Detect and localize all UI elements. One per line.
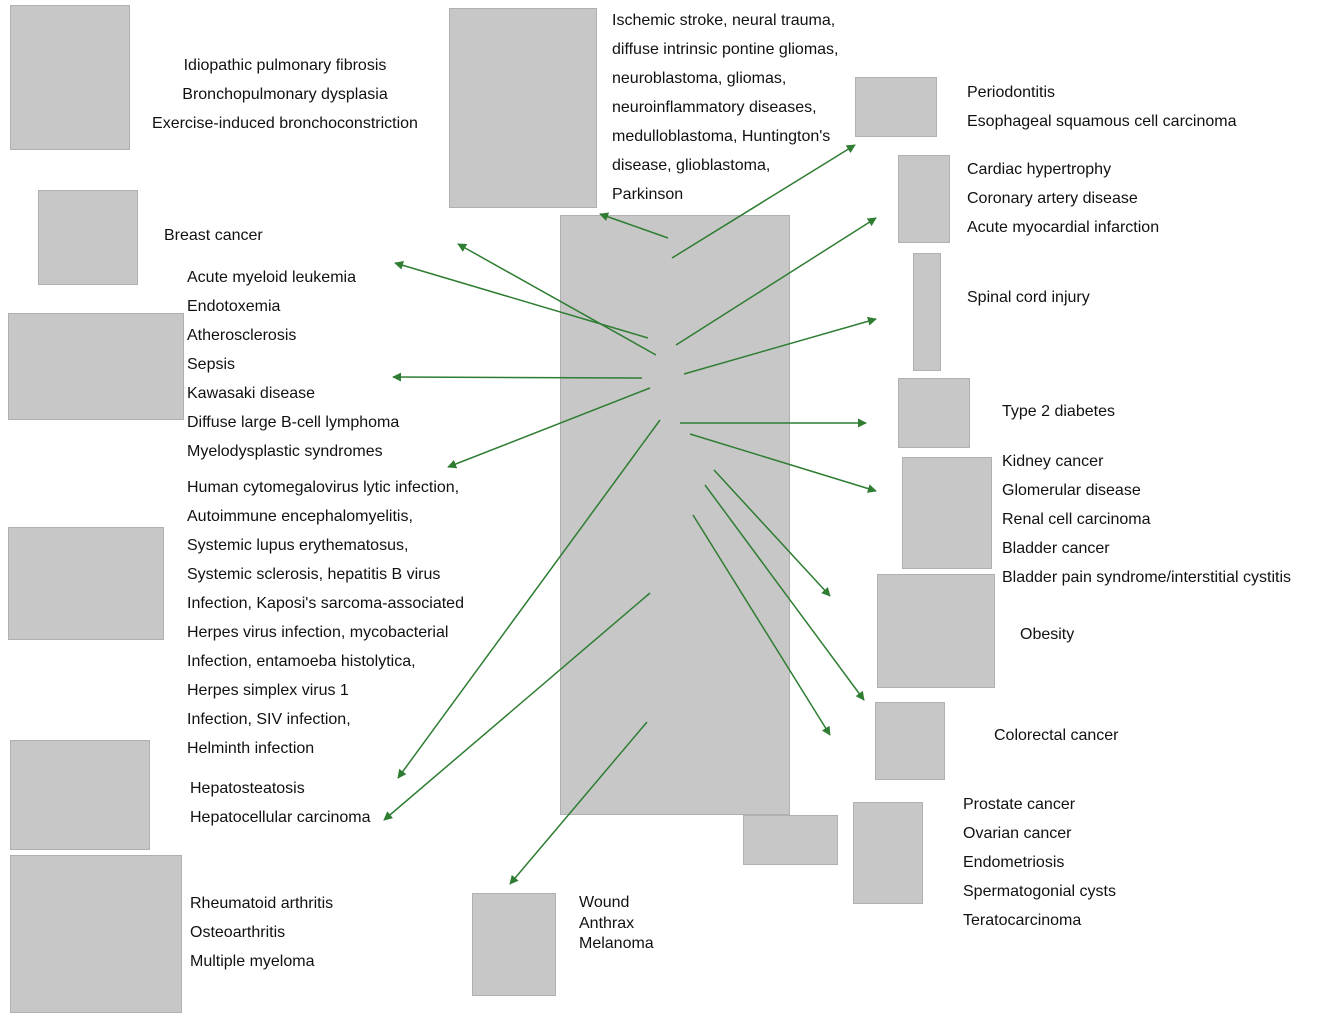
spine-diseases-list: Spinal cord injury — [967, 283, 1090, 312]
disease-label: Teratocarcinoma — [963, 906, 1116, 935]
colon-diseases-list: Colorectal cancer — [994, 721, 1119, 750]
disease-label: Bladder cancer — [1002, 534, 1291, 563]
arrow-to-blood-upper — [395, 263, 648, 338]
nervous-diseases-list: Ischemic stroke, neural trauma,diffuse i… — [612, 6, 839, 209]
disease-label: medulloblastoma, Huntington's — [612, 122, 839, 151]
disease-label: Myelodysplastic syndromes — [187, 437, 399, 466]
disease-label: Autoimmune encephalomyelitis, — [187, 502, 464, 531]
arrow-to-kidney — [690, 434, 876, 491]
disease-label: Wound — [579, 893, 654, 914]
pancreas-diseases-list: Type 2 diabetes — [1002, 397, 1115, 426]
disease-label: Hepatocellular carcinoma — [190, 803, 371, 832]
disease-label: Acute myocardial infarction — [967, 213, 1159, 242]
disease-label: Spinal cord injury — [967, 283, 1090, 312]
disease-label: Systemic lupus erythematosus, — [187, 531, 464, 560]
disease-label: Endometriosis — [963, 848, 1116, 877]
disease-label: Helminth infection — [187, 734, 464, 763]
arrow-to-blood-lower — [393, 377, 642, 378]
disease-label: Parkinson — [612, 180, 839, 209]
disease-label: Herpes virus infection, mycobacterial — [187, 618, 464, 647]
disease-label: Idiopathic pulmonary fibrosis — [140, 51, 430, 80]
disease-label: Sepsis — [187, 350, 399, 379]
disease-label: Ischemic stroke, neural trauma, — [612, 6, 839, 35]
arrow-to-spine — [684, 319, 876, 374]
disease-label: Cardiac hypertrophy — [967, 155, 1159, 184]
disease-label: Periodontitis — [967, 78, 1236, 107]
disease-label: Esophageal squamous cell carcinoma — [967, 107, 1236, 136]
disease-label: Systemic sclerosis, hepatitis B virus — [187, 560, 464, 589]
disease-label: Infection, SIV infection, — [187, 705, 464, 734]
disease-label: Bladder pain syndrome/interstitial cysti… — [1002, 563, 1291, 592]
disease-label: diffuse intrinsic pontine gliomas, — [612, 35, 839, 64]
disease-label: neuroinflammatory diseases, — [612, 93, 839, 122]
disease-label: Obesity — [1020, 620, 1074, 649]
disease-label: Breast cancer — [164, 221, 263, 250]
disease-label: Herpes simplex virus 1 — [187, 676, 464, 705]
arrow-to-colon — [705, 485, 864, 700]
disease-label: Infection, entamoeba histolytica, — [187, 647, 464, 676]
disease-label: Anthrax — [579, 914, 654, 935]
disease-label: Bronchopulmonary dysplasia — [140, 80, 430, 109]
breast-diseases-list: Breast cancer — [164, 221, 263, 250]
disease-label: Colorectal cancer — [994, 721, 1119, 750]
arrow-to-skin — [510, 722, 647, 884]
disease-label: Atherosclerosis — [187, 321, 399, 350]
disease-label: Exercise-induced bronchoconstriction — [140, 109, 430, 138]
disease-label: Human cytomegalovirus lytic infection, — [187, 473, 464, 502]
disease-label: Type 2 diabetes — [1002, 397, 1115, 426]
disease-label: Kawasaki disease — [187, 379, 399, 408]
disease-label: Prostate cancer — [963, 790, 1116, 819]
arrow-to-immune — [448, 388, 650, 467]
disease-label: Melanoma — [579, 934, 654, 955]
disease-label: Kidney cancer — [1002, 447, 1291, 476]
disease-label: Coronary artery disease — [967, 184, 1159, 213]
endocrine-diseases-list: Obesity — [1020, 620, 1074, 649]
immune-diseases-list: Human cytomegalovirus lytic infection,Au… — [187, 473, 464, 763]
disease-label: Renal cell carcinoma — [1002, 505, 1291, 534]
disease-label: Multiple myeloma — [190, 947, 333, 976]
disease-label: neuroblastoma, gliomas, — [612, 64, 839, 93]
disease-label: Osteoarthritis — [190, 918, 333, 947]
arrow-to-breast — [458, 244, 656, 355]
disease-label: Diffuse large B-cell lymphoma — [187, 408, 399, 437]
disease-label: Infection, Kaposi's sarcoma-associated — [187, 589, 464, 618]
disease-label: disease, glioblastoma, — [612, 151, 839, 180]
arrow-to-nervous — [600, 214, 668, 238]
disease-label: Endotoxemia — [187, 292, 399, 321]
disease-label: Ovarian cancer — [963, 819, 1116, 848]
disease-label: Acute myeloid leukemia — [187, 263, 399, 292]
disease-label: Hepatosteatosis — [190, 774, 371, 803]
disease-label: Spermatogonial cysts — [963, 877, 1116, 906]
disease-label: Glomerular disease — [1002, 476, 1291, 505]
disease-label: Rheumatoid arthritis — [190, 889, 333, 918]
